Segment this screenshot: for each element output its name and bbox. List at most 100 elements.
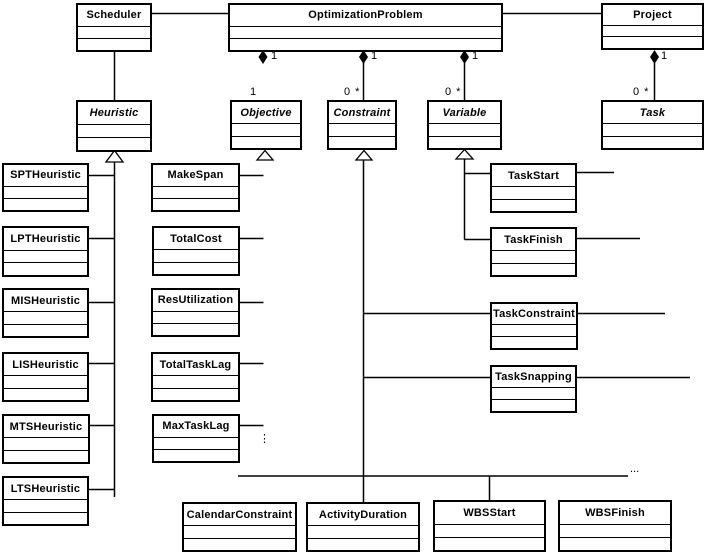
class-title: Constraint [333, 106, 391, 119]
attributes-compartment [153, 185, 238, 198]
multiplicity-label: 1 [371, 50, 378, 62]
operations-compartment [329, 135, 395, 148]
class-title: MTSHeuristic [9, 420, 83, 433]
class-title: OptimizationProblem [308, 9, 423, 22]
class-spt-heuristic: SPTHeuristic [2, 163, 89, 212]
operations-compartment [603, 36, 702, 48]
operations-compartment [560, 537, 670, 550]
multiplicity-label: 1 [472, 50, 479, 62]
generalization-triangle-icon [454, 148, 475, 160]
operations-compartment [232, 135, 300, 148]
generalization-triangle-icon [255, 149, 275, 161]
operations-compartment [4, 262, 87, 275]
operations-compartment [4, 323, 87, 336]
class-objective: Objective [230, 100, 302, 150]
attributes-compartment [603, 123, 702, 135]
class-title: TaskSnapping [495, 371, 572, 384]
attributes-compartment [154, 249, 238, 261]
class-title: ResUtilization [157, 294, 234, 307]
attributes-compartment [308, 525, 418, 537]
attributes-compartment [78, 124, 150, 137]
class-resutilization: ResUtilization [151, 288, 240, 337]
class-makespan: MakeSpan [151, 163, 240, 212]
attributes-compartment [4, 499, 87, 511]
operations-compartment [153, 197, 238, 210]
composition-diamond-icon [258, 50, 268, 64]
multiplicity-label: 0 * [344, 86, 360, 98]
operations-compartment [429, 135, 500, 148]
operations-compartment [308, 537, 418, 550]
operations-compartment [4, 197, 87, 210]
attributes-compartment [492, 186, 575, 198]
class-title: WBSFinish [585, 507, 645, 520]
multiplicity-label: 0 * [633, 86, 649, 98]
operations-compartment [492, 198, 575, 211]
class-scheduler: Scheduler [76, 3, 152, 52]
attributes-compartment [429, 123, 500, 135]
class-heuristic: Heuristic [76, 100, 152, 152]
composition-diamond-icon [650, 50, 659, 64]
composition-diamond-icon [359, 50, 368, 64]
class-taskfinish: TaskFinish [490, 227, 577, 277]
class-lpt-heuristic: LPTHeuristic [2, 226, 89, 277]
operations-compartment [153, 387, 238, 400]
class-tasksnapping: TaskSnapping [490, 365, 577, 413]
operations-compartment [492, 399, 575, 411]
attributes-compartment [492, 324, 576, 336]
operations-compartment [492, 336, 576, 348]
operations-compartment [78, 137, 150, 150]
class-project: Project [601, 3, 704, 50]
operations-compartment [4, 387, 87, 400]
vertical-ellipsis: ⋮ [259, 433, 270, 445]
class-title: CalendarConstraint [186, 508, 293, 521]
class-title: Task [639, 106, 666, 119]
operations-compartment [184, 537, 295, 550]
attributes-compartment [4, 185, 87, 198]
class-title: Heuristic [89, 107, 139, 120]
class-title: MakeSpan [167, 169, 224, 182]
class-taskstart: TaskStart [490, 163, 577, 213]
class-title: LTSHeuristic [10, 482, 81, 495]
attributes-compartment [78, 25, 150, 38]
class-title: WBSStart [463, 507, 516, 520]
composition-diamond-icon [460, 50, 469, 64]
class-title: ActivityDuration [318, 508, 408, 521]
attributes-compartment [329, 123, 395, 135]
attributes-compartment [232, 123, 300, 135]
class-calendarconstraint: CalendarConstraint [182, 502, 297, 552]
attributes-compartment [153, 310, 238, 323]
class-title: Variable [442, 106, 487, 119]
multiplicity-label: 0 * [445, 86, 461, 98]
class-mts-heuristic: MTSHeuristic [2, 414, 90, 464]
attributes-compartment [4, 437, 88, 449]
class-title: LPTHeuristic [10, 232, 81, 245]
class-title: SPTHeuristic [10, 169, 81, 182]
class-title: MISHeuristic [10, 294, 81, 307]
class-activityduration: ActivityDuration [306, 502, 420, 552]
multiplicity-label: 1 [250, 86, 257, 98]
class-wbsstart: WBSStart [433, 500, 546, 552]
class-maxtasklag: MaxTaskLag [152, 414, 240, 463]
operations-compartment [492, 262, 575, 275]
class-title: MaxTaskLag [162, 420, 230, 433]
class-title: TaskFinish [504, 233, 563, 246]
attributes-compartment [492, 250, 575, 262]
attributes-compartment [230, 25, 501, 38]
attributes-compartment [435, 524, 544, 537]
class-constraint: Constraint [327, 100, 397, 150]
multiplicity-label: 1 [271, 50, 278, 62]
operations-compartment [4, 511, 87, 524]
attributes-compartment [154, 436, 238, 449]
attributes-compartment [153, 375, 238, 387]
operations-compartment [154, 448, 238, 461]
class-mis-heuristic: MISHeuristic [2, 288, 89, 338]
attributes-compartment [492, 387, 575, 399]
operations-compartment [435, 537, 544, 550]
class-title: TotalTaskLag [159, 358, 232, 371]
class-lis-heuristic: LISHeuristic [2, 352, 89, 402]
class-title: LISHeuristic [12, 358, 79, 371]
operations-compartment [153, 322, 238, 335]
attributes-compartment [4, 311, 87, 323]
